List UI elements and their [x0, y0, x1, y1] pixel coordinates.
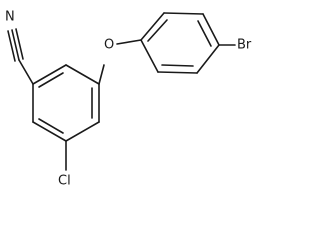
ring-bond	[32, 121, 67, 142]
bromine-label: Br	[237, 38, 252, 53]
ring-bond	[32, 64, 67, 85]
ring-bond	[65, 64, 100, 85]
ring-bond	[140, 12, 165, 41]
oxygen-to-ring-bond	[116, 39, 142, 45]
nitrile-triple-bond-right	[15, 28, 24, 60]
ring-to-oxygen-bond	[98, 64, 105, 85]
ring-bond	[163, 12, 204, 15]
molecule-structure-canvas: N O Br Cl	[5, 9, 252, 189]
ring-double-bond-inner	[38, 118, 64, 134]
molecule-structure-drawing: N O Br Cl	[5, 10, 252, 189]
right-benzene-ring	[140, 12, 220, 74]
ring-bond	[65, 121, 100, 142]
ether-oxygen-label: O	[104, 38, 114, 53]
nitrile-triple-bond-left	[7, 30, 16, 62]
ring-bond	[196, 44, 220, 74]
ring-double-bond-inner	[161, 64, 194, 67]
left-benzene-ring	[32, 64, 100, 142]
nitrile-group: N	[5, 10, 34, 85]
ring-double-bond-inner	[38, 72, 64, 88]
ring-bond	[140, 39, 159, 73]
bromine-substituent: Br	[218, 38, 252, 53]
nitrile-nitrogen-label: N	[5, 10, 15, 25]
ring-bond	[202, 13, 220, 46]
nitrile-single-bond	[18, 59, 34, 85]
ether-linkage: O	[98, 38, 142, 85]
ring-double-bond-inner	[197, 20, 212, 47]
ring-double-bond-inner	[147, 19, 168, 42]
nitrile-triple-bond-center	[11, 29, 20, 61]
ring-bond	[157, 71, 198, 74]
chlorine-substituent: Cl	[58, 140, 71, 189]
chlorine-label: Cl	[58, 174, 71, 189]
